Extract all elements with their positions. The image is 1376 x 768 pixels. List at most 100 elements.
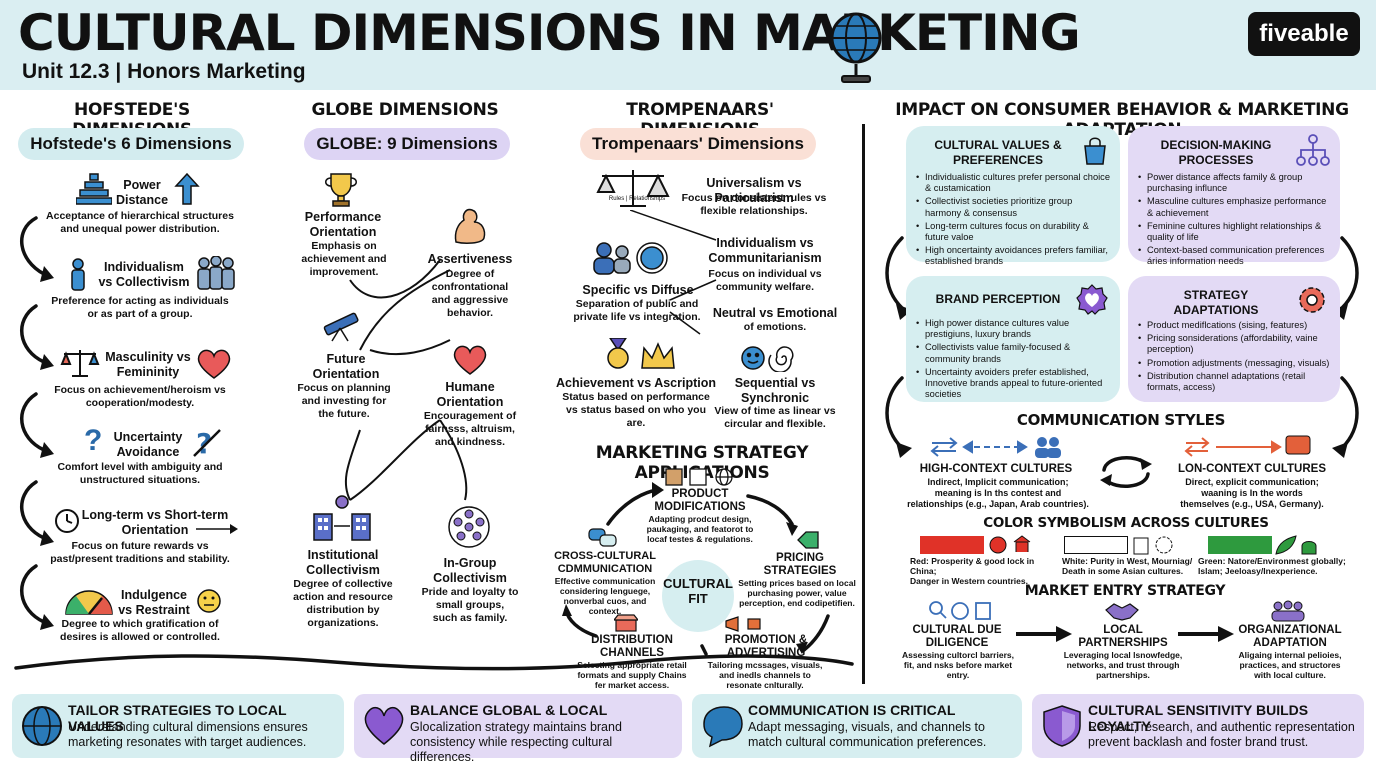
takeaway-title: CULTURAL SENSITIVITY BUILDS LOYALTY	[1088, 702, 1309, 734]
heart-icon-small	[364, 706, 404, 745]
takeaway-desc: Glocalization strategy maintains brand c…	[410, 720, 622, 764]
cultural-fit-circle	[662, 560, 734, 632]
gauge-icon	[65, 590, 113, 615]
strategy-label-distribution: DISTRIBUTION CHANNELS	[591, 634, 673, 659]
medal-crown-icon	[607, 338, 675, 369]
swatch-red	[920, 536, 984, 554]
entry-arrow-2	[1178, 626, 1234, 642]
globe-desc-2: Degree of confrontational and aggressive…	[431, 268, 509, 319]
trompenaars-desc-3: Separation of public and private life vs…	[573, 298, 701, 323]
swatch-green	[1208, 536, 1272, 554]
card-cultural-values: CULTURAL VALUES & PREFERENCES Individual…	[906, 126, 1120, 266]
card-bullet: Power distance affects family & group pu…	[1138, 172, 1330, 194]
high-context-label: HIGH-CONTEXT CULTURES	[919, 463, 1073, 475]
globe-desc-6: Pride and loyalty to small groups, such …	[421, 586, 519, 624]
card-bullet: Individualistic cultures prefer personal…	[916, 172, 1110, 194]
people-circle-icon	[593, 242, 668, 275]
clock-icon	[55, 509, 79, 533]
strategy-desc-promotion: Tailoring mcssages, visuals, and inedls …	[707, 660, 823, 690]
trompenaars-label-4: Neutral vs Emotional	[712, 306, 838, 320]
hofstede-desc-2: Preference for acting as individuals or …	[51, 295, 229, 320]
card-brand-perception: BRAND PERCEPTION High power distance cul…	[906, 276, 1120, 402]
trompenaars-label-6: Sequential vs Synchronic	[734, 376, 816, 405]
card-bullet: Promotion adjustments (messaging, visual…	[1138, 358, 1330, 369]
high-context-desc: Indirect, Implicit communication; meanin…	[907, 477, 1089, 509]
vertical-divider	[862, 124, 865, 684]
hofstede-desc-3: Focus on achievement/heroism vs cooperat…	[54, 384, 226, 409]
neutral-face-icon	[197, 589, 221, 613]
takeaway-2: BALANCE GLOBAL & LOCAL Glocalization str…	[354, 694, 682, 764]
hofstede-desc-5: Focus on future rewards vs past/present …	[50, 540, 230, 565]
low-context-desc: Direct, explicit communication; waaning …	[1180, 477, 1324, 509]
globe-label-6: In-Group Collectivism	[433, 556, 507, 585]
low-context-label: LON-CONTEXT CULTURES	[1177, 463, 1326, 475]
pyramid-icon	[76, 173, 112, 205]
scale-icon	[60, 350, 100, 377]
strategy-desc-distribution: Selecting appropriate retail formats and…	[577, 660, 687, 690]
globe-pill: GLOBE: 9 Dimensions	[304, 128, 510, 160]
trophy-icon	[325, 173, 357, 207]
hofstede-flow-arrows	[20, 216, 54, 630]
swatch-white	[1064, 536, 1128, 554]
takeaway-1: TAILOR STRATEGIES TO LOCAL VALUES Unders…	[12, 694, 344, 758]
impact-flow-arrows	[885, 236, 1359, 458]
megaphone-icon	[725, 616, 761, 632]
card-bullet: Distribution channel adaptations (retail…	[1138, 371, 1330, 393]
china-symbols-icon	[989, 535, 1031, 554]
card-title: CULTURAL VALUES & PREFERENCES	[934, 138, 1062, 167]
trompenaars-label-5: Achievement vs Ascription	[556, 376, 717, 390]
magnifier-icons	[929, 601, 991, 620]
price-tag-icon	[797, 531, 819, 549]
takeaway-title: BALANCE GLOBAL & LOCAL	[410, 702, 608, 718]
card-bullet: Uncertainty avoiders prefer established,…	[916, 367, 1110, 401]
speech-bubble-icon	[703, 706, 743, 748]
store-icon	[614, 614, 638, 632]
globe-desc-3: Focus on planning and investing for the …	[297, 382, 391, 420]
globe-desc-1: Emphasis on achievement and improvement.	[301, 240, 387, 278]
trompenaars-pill: Trompenaars' Dimensions	[580, 128, 816, 160]
green-symbols-icon	[1275, 535, 1317, 555]
hofstede-label-2: Individualism vs Collectivism	[98, 260, 190, 289]
card-bullet: High power distance cultures value prest…	[916, 318, 1110, 340]
card-strategy-adaptations: STRATEGY ADAPTATIONS Product mediflcatio…	[1128, 276, 1340, 402]
trompenaars-desc-6: View of time as linear vs circular and f…	[714, 405, 836, 430]
strategy-label-pricing: PRICING STRATEGIES	[763, 552, 837, 577]
color-desc-green: Green: Natore/Environmest globally; Isla…	[1198, 556, 1346, 576]
takeaway-4: CULTURAL SENSITIVITY BUILDS LOYALTY Resp…	[1032, 694, 1364, 758]
cultural-fit-label: CULTURAL FIT	[663, 576, 733, 606]
buildings-icon	[313, 495, 371, 541]
trompenaars-label-3: Specific vs Diffuse	[582, 283, 694, 297]
hofstede-label-5: Long-term vs Short-term Orientation	[81, 508, 229, 537]
globe-connectors	[344, 259, 468, 501]
scale-caption: Rules | Relationships	[608, 196, 666, 202]
strategy-label-cross: CROSS-CULTURAL CDMMUNICATION	[554, 550, 656, 575]
card-title: BRAND PERCEPTION	[935, 292, 1061, 306]
takeaway-desc: Adapt messaging, visuals, and channels t…	[748, 720, 987, 749]
trompenaars-desc-2: Focus on individual vs community welfare…	[708, 268, 822, 293]
card-bullet: Long-term cultures focus on durability &…	[916, 221, 1110, 243]
shield-icon	[1043, 705, 1081, 747]
card-bullet: Collectivist societies prioritize group …	[916, 196, 1110, 218]
person-icon	[71, 258, 85, 291]
comm-heading: COMMUNICATION STYLES	[1016, 411, 1226, 429]
card-bullet: Feminine cultures highlight relationship…	[1138, 221, 1330, 243]
entry-desc-1: Assessing cultorcl barriers, fit, and ns…	[902, 650, 1014, 680]
color-desc-red: Red: Prosperity & good lock in China; Da…	[910, 556, 1035, 586]
entry-arrow-1	[1016, 626, 1072, 642]
globe-label-4: Humane Orientation	[436, 380, 504, 409]
team-icon	[1271, 600, 1305, 622]
takeaway-title: TAILOR STRATEGIES TO LOCAL VALUES	[68, 702, 287, 734]
heart-icon	[197, 349, 231, 379]
muscle-icon	[454, 208, 486, 244]
trompenaars-connectors	[630, 210, 717, 335]
balance-scale-icon	[596, 170, 670, 207]
globe-desc-4: Encouragement of fairnsss, altruism, and…	[423, 410, 517, 448]
strategy-desc-pricing: Setting prices based on local purchasing…	[738, 578, 856, 608]
svg-text:?: ?	[196, 427, 212, 458]
hofstede-desc-6: Degree to which gratification of desires…	[60, 618, 220, 643]
card-decision-making: DECISION-MAKING PROCESSES Power distance…	[1128, 126, 1340, 266]
trompenaars-label-1: Universalism vs Particularism	[706, 176, 802, 205]
strategy-desc-product: Adapting prodcut design, paukaging, and …	[646, 514, 754, 544]
low-context-icons	[1184, 435, 1311, 457]
card-title: DECISION-MAKING PROCESSES	[1160, 138, 1272, 167]
